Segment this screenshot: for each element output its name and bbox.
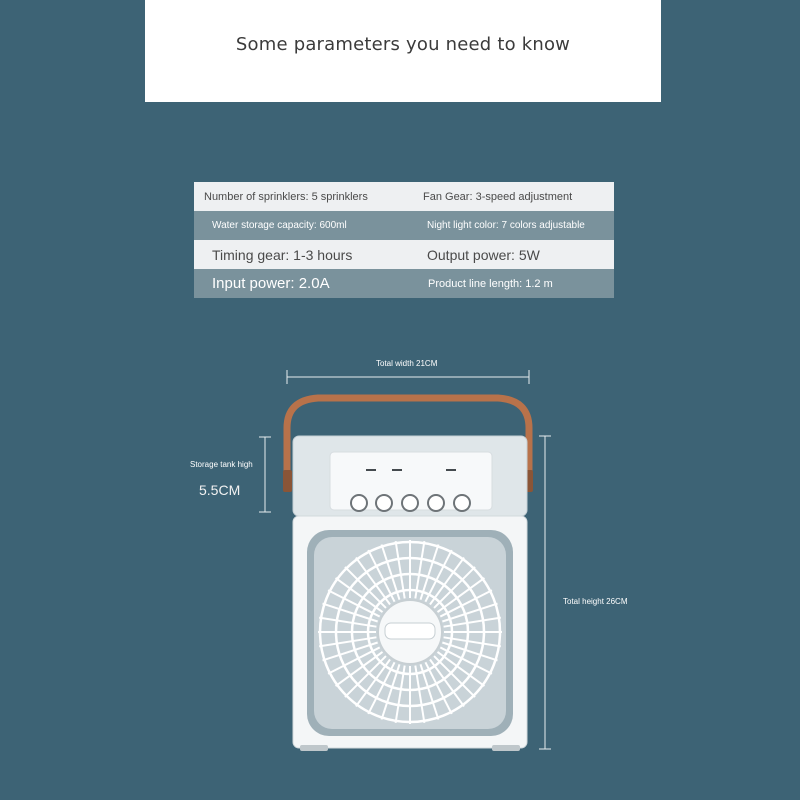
grille-spoke [419,664,440,720]
grille-spoke [433,566,476,609]
grille-spoke [424,661,453,715]
grille-spoke [355,658,391,708]
spec-table: Number of sprinklers: 5 sprinklers Fan G… [194,182,614,298]
grille-spoke [442,641,498,662]
grille-spoke [318,616,377,628]
page-title: Some parameters you need to know [235,33,571,55]
tank-height-value: 5.5CM [199,482,241,498]
grille-spoke [436,651,486,687]
spec-input-power: Input power: 2.0A [212,275,330,292]
grille-spoke [433,655,476,698]
grille-spoke [367,661,396,715]
header-card: Some parameters you need to know [145,0,661,102]
grille-spoke [380,544,401,600]
grille-spoke [439,646,493,675]
grille-spoke [322,641,378,662]
grille-spoke [429,556,465,606]
grille-spoke [429,658,465,708]
grille-spoke [436,577,486,613]
grille-spoke [334,651,384,687]
spec-row: Water storage capacity: 600ml Night ligh… [194,211,614,240]
grille-spoke [443,616,502,628]
grille-spoke [424,549,453,603]
grille-spoke [367,549,396,603]
air-cooler-icon [283,394,533,751]
grille-spoke [344,566,387,609]
spec-row: Input power: 2.0A Product line length: 1… [194,269,614,298]
handle [283,394,533,484]
grille-spoke [322,602,378,623]
grille-spoke [344,655,387,698]
spec-row: Number of sprinklers: 5 sprinklers Fan G… [194,182,614,211]
grille-spoke [414,665,426,724]
grille-spoke [327,589,381,618]
spec-water-capacity: Water storage capacity: 600ml [212,220,347,231]
grille-spoke [380,664,401,720]
total-width-label: Total width 21CM [376,359,438,368]
spec-row: Timing gear: 1-3 hours Output power: 5W [194,240,614,269]
spec-sprinklers: Number of sprinklers: 5 sprinklers [204,190,368,203]
spec-night-light: Night light color: 7 colors adjustable [427,220,585,231]
total-height-label: Total height 26CM [563,597,628,606]
fan-grille [318,540,502,724]
grille-spoke [327,646,381,675]
grille-spoke [355,556,391,606]
grille-spoke [318,636,377,648]
grille-spoke [439,589,493,618]
grille-spoke [394,665,406,724]
dimension-lines [259,370,551,750]
grille-spoke [394,540,406,599]
spec-fan-gear: Fan Gear: 3-speed adjustment [423,190,573,203]
grille-spoke [414,540,426,599]
grille-spoke [443,636,502,648]
spec-line-length: Product line length: 1.2 m [428,277,553,290]
control-buttons [350,494,471,512]
spec-timing-gear: Timing gear: 1-3 hours [212,246,353,263]
grille-spoke [419,544,440,600]
grille-spoke [442,602,498,623]
spec-output-power: Output power: 5W [427,246,540,263]
tank-height-label: Storage tank high [190,460,253,469]
grille-spoke [334,577,384,613]
